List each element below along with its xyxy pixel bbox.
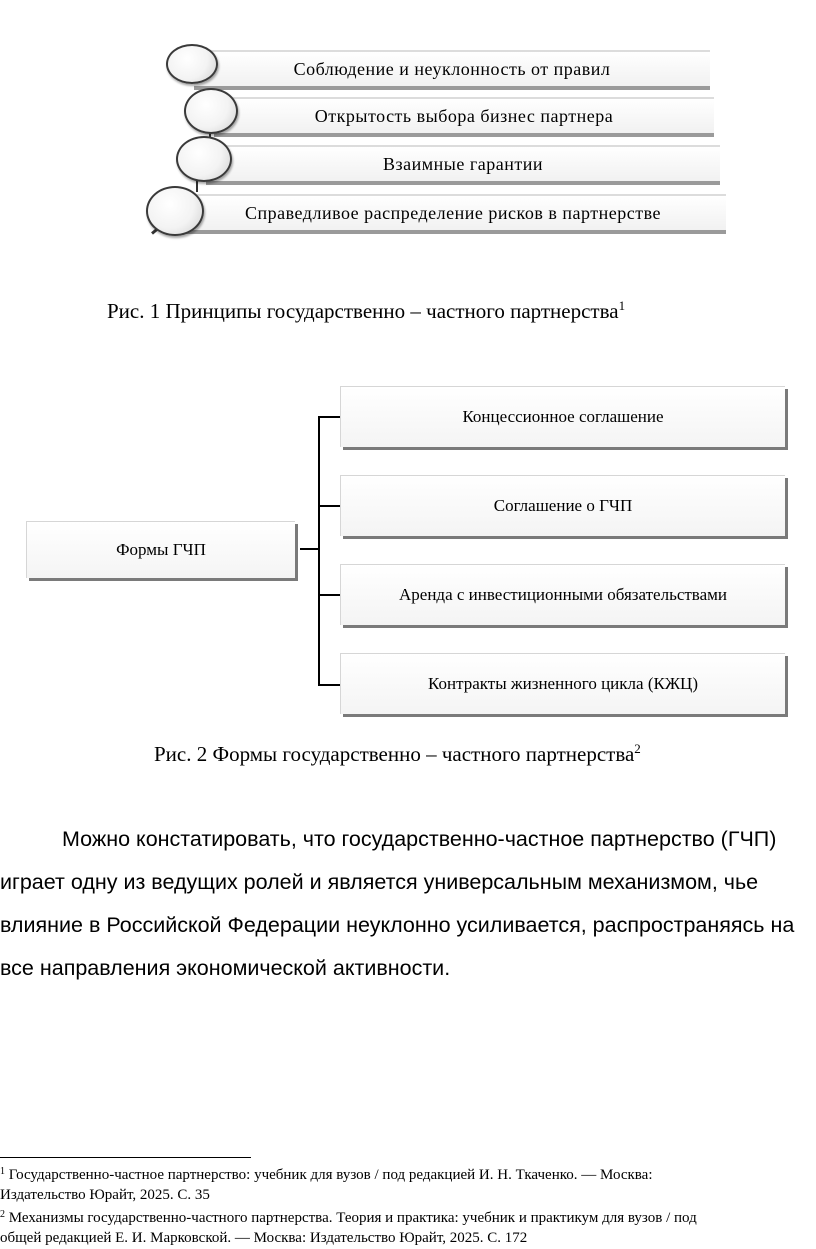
footnote-ref: 2 xyxy=(634,741,641,756)
connector-line xyxy=(196,176,198,192)
principle-bar: Взаимные гарантии xyxy=(206,145,720,185)
principle-circle-icon xyxy=(184,88,238,134)
form-label: Аренда с инвестиционными обязательствами xyxy=(399,585,727,604)
footnote-separator xyxy=(0,1157,251,1158)
root-box: Формы ГЧП xyxy=(26,521,295,578)
connector-line xyxy=(318,416,320,686)
footnote-1: 1 Государственно-частное партнерство: уч… xyxy=(0,1162,816,1205)
footnote-mark: 2 xyxy=(0,1209,5,1220)
form-label: Концессионное соглашение xyxy=(462,407,664,426)
form-label: Соглашение о ГЧП xyxy=(493,496,633,515)
footnote-ref: 1 xyxy=(618,298,626,313)
principle-label: Открытость выбора бизнес партнера xyxy=(314,105,614,126)
figure-caption: Рис. 2 Формы государственно – частного п… xyxy=(154,741,641,766)
form-label: Контракты жизненного цикла (КЖЦ) xyxy=(427,674,698,693)
body-paragraph: Можно констатировать, что государственно… xyxy=(0,818,816,990)
footnotes: 1 Государственно-частное партнерство: уч… xyxy=(0,1162,816,1248)
paragraph-line: Можно констатировать, что государственно… xyxy=(62,827,777,851)
principle-bar: Открытость выбора бизнес партнера xyxy=(214,97,714,137)
footnote-mark: 1 xyxy=(0,1166,5,1177)
footnote-text: Механизмы государственно-частного партне… xyxy=(8,1210,697,1226)
form-box: Контракты жизненного цикла (КЖЦ) xyxy=(340,653,785,714)
principle-circle-icon xyxy=(146,186,204,236)
connector-line xyxy=(318,416,340,418)
principle-circle-icon xyxy=(176,136,232,182)
form-box: Аренда с инвестиционными обязательствами xyxy=(340,564,785,625)
connector-line xyxy=(318,594,340,596)
principle-bar: Соблюдение и неуклонность от правил xyxy=(194,50,710,90)
footnote-text: Издательство Юрайт, 2025. С. 35 xyxy=(0,1187,210,1203)
form-box: Концессионное соглашение xyxy=(340,386,785,447)
footnote-text: Государственно-частное партнерство: учеб… xyxy=(8,1167,653,1183)
connector-line xyxy=(318,684,340,686)
principle-bar: Справедливое распределение рисков в парт… xyxy=(180,194,726,234)
paragraph-line: влияние в Российской Федерации неуклонно… xyxy=(0,913,795,937)
principle-label: Взаимные гарантии xyxy=(383,153,543,174)
paragraph-line: все направления экономической активности… xyxy=(0,956,451,980)
connector-line xyxy=(318,505,340,507)
figure-principles: Соблюдение и неуклонность от правил Откр… xyxy=(0,0,816,260)
form-box: Соглашение о ГЧП xyxy=(340,475,785,536)
figure-caption: Рис. 1 Принципы государственно – частног… xyxy=(107,298,626,323)
footnote-text: общей редакцией Е. И. Марковской. — Моск… xyxy=(0,1230,528,1246)
principle-label: Справедливое распределение рисков в парт… xyxy=(245,202,661,223)
principle-label: Соблюдение и неуклонность от правил xyxy=(293,58,611,79)
root-label: Формы ГЧП xyxy=(116,540,206,559)
connector-line xyxy=(300,548,320,550)
paragraph-line: играет одну из ведущих ролей и является … xyxy=(0,870,759,894)
principle-circle-icon xyxy=(166,44,218,84)
footnote-2: 2 Механизмы государственно-частного парт… xyxy=(0,1205,816,1248)
